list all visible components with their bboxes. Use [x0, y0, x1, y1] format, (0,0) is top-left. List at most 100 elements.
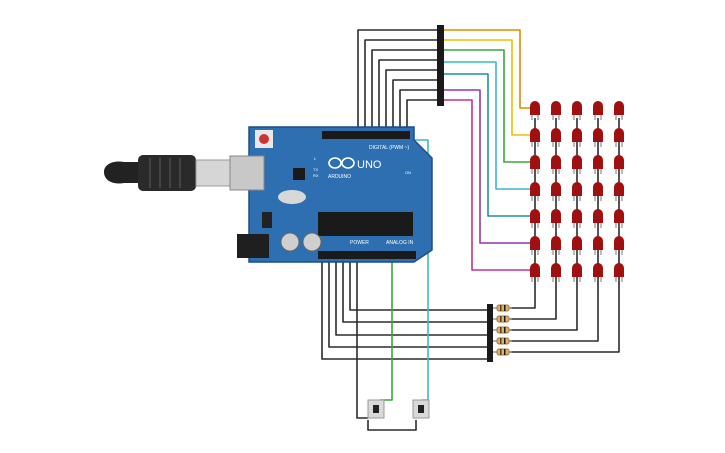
wire-button-1-signal: [380, 259, 393, 401]
crystal: [278, 190, 306, 204]
led-icon: [593, 236, 603, 250]
led-icon: [614, 101, 624, 115]
wire-row-5: [444, 73, 530, 217]
regulator: [262, 212, 272, 228]
led-icon: [572, 263, 582, 277]
resistor-icon: [496, 348, 510, 356]
wire-row-3: [444, 49, 530, 163]
led-icon: [551, 128, 561, 142]
led-icon: [614, 182, 624, 196]
led-icon: [572, 128, 582, 142]
led-icon: [530, 236, 540, 250]
wire-row-4: [444, 61, 530, 190]
pushbutton-cap: [418, 405, 424, 413]
wire-row-6: [444, 89, 530, 244]
led-icon: [593, 209, 603, 223]
led-icon: [551, 155, 561, 169]
wire-black-bottom-1: [321, 259, 487, 360]
resistor-band: [504, 305, 506, 311]
resistor-band: [504, 327, 506, 333]
usb-cable: [104, 155, 231, 191]
led-icon: [572, 101, 582, 115]
led-icon: [551, 182, 561, 196]
wire-row-7: [444, 99, 530, 271]
arduino-logo-icon: [328, 157, 355, 169]
led-icon: [593, 182, 603, 196]
led-icon: [614, 263, 624, 277]
wire-column-1: [510, 118, 536, 309]
wire-black-bottom-3: [335, 259, 487, 336]
wire-row-2: [444, 39, 530, 136]
led-matrix: [530, 101, 624, 282]
resistor-band: [504, 349, 506, 355]
resistor-icon: [496, 304, 510, 312]
pushbutton-cap: [373, 405, 379, 413]
wire-button-ground-2: [367, 420, 417, 431]
led-icon: [593, 128, 603, 142]
usb-port: [229, 155, 265, 191]
wire-black-top-6: [392, 79, 437, 131]
wires-layer: [321, 29, 620, 431]
arduino-board[interactable]: UNO ARDUINO DIGITAL (PWM ~) POWER ANALOG…: [229, 126, 433, 263]
usb-chip: [293, 168, 305, 180]
resistor-band: [500, 349, 502, 355]
wire-black-top-4: [378, 59, 437, 131]
wire-black-bottom-2: [328, 259, 487, 348]
wire-row-1: [444, 29, 530, 109]
wire-column-3: [510, 118, 578, 331]
on-label: ON: [405, 170, 411, 175]
led-icon: [551, 263, 561, 277]
analog-header-label: ANALOG IN: [386, 240, 414, 246]
wire-black-top-8: [406, 99, 437, 131]
wire-black-top-3: [371, 49, 437, 131]
wire-black-top-7: [399, 89, 437, 131]
resistor-icon: [496, 337, 510, 345]
resistor-band: [500, 305, 502, 311]
led-icon: [551, 209, 561, 223]
resistor-band: [504, 316, 506, 322]
resistor-band: [500, 338, 502, 344]
reset-button[interactable]: [259, 134, 269, 144]
resistor-icon: [496, 315, 510, 323]
led-icon: [530, 263, 540, 277]
led-icon: [530, 128, 540, 142]
led-icon: [551, 101, 561, 115]
buttons-layer: [367, 399, 430, 419]
tx-label: TX: [313, 167, 318, 172]
resistor-pin-header: [487, 304, 493, 362]
led-icon: [551, 236, 561, 250]
led-icon: [614, 236, 624, 250]
board-model-label: UNO: [357, 159, 382, 171]
atmega-chip: [318, 212, 413, 236]
board-brand-label: ARDUINO: [328, 174, 351, 180]
rx-label: RX: [313, 173, 319, 178]
resistors-layer: [493, 304, 512, 356]
wire-button-ground-1: [356, 259, 368, 419]
top-pin-header: [437, 25, 444, 106]
led-icon: [593, 101, 603, 115]
led-icon: [572, 209, 582, 223]
led-icon: [572, 236, 582, 250]
digital-header: [322, 131, 410, 139]
wire-black-top-2: [364, 39, 437, 131]
wire-black-top-5: [385, 69, 437, 131]
led-icon: [593, 263, 603, 277]
led-icon: [530, 182, 540, 196]
wire-black-top-1: [357, 29, 437, 131]
digital-header-label: DIGITAL (PWM ~): [369, 145, 409, 151]
wire-black-bottom-5: [349, 259, 487, 311]
led-icon: [530, 101, 540, 115]
led-icon: [614, 209, 624, 223]
led-icon: [572, 182, 582, 196]
resistor-icon: [496, 326, 510, 334]
power-jack: [237, 234, 269, 258]
wire-column-5: [510, 118, 620, 353]
capacitor-1: [280, 232, 300, 252]
led-icon: [530, 155, 540, 169]
led-icon: [572, 155, 582, 169]
led-icon: [530, 209, 540, 223]
resistor-band: [500, 327, 502, 333]
resistor-band: [504, 338, 506, 344]
power-header-label: POWER: [350, 240, 369, 246]
